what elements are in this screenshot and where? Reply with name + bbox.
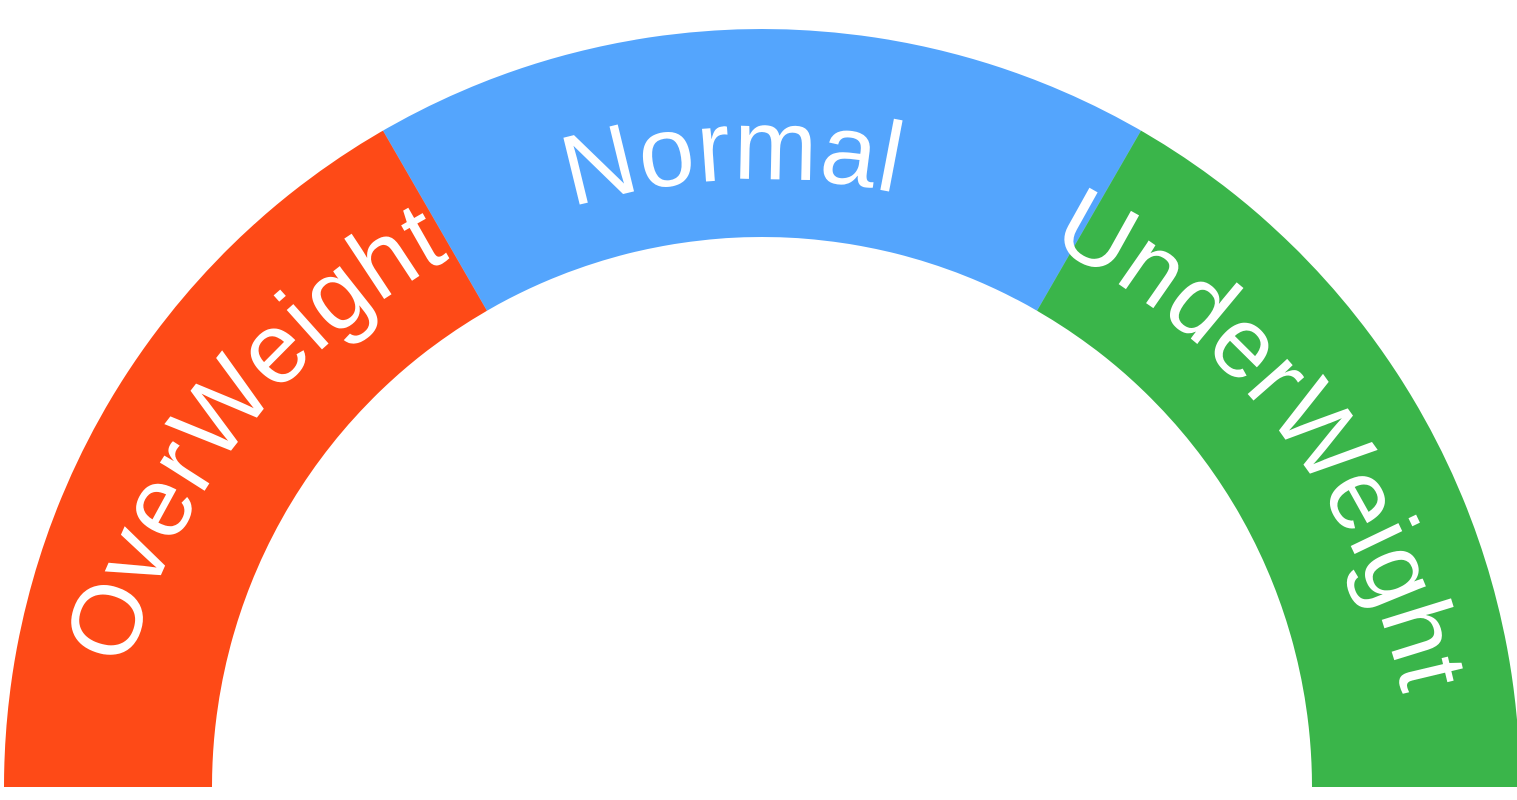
segment-overweight [4,130,487,788]
segment-underweight [1037,130,1517,787]
segment-normal [383,29,1141,311]
